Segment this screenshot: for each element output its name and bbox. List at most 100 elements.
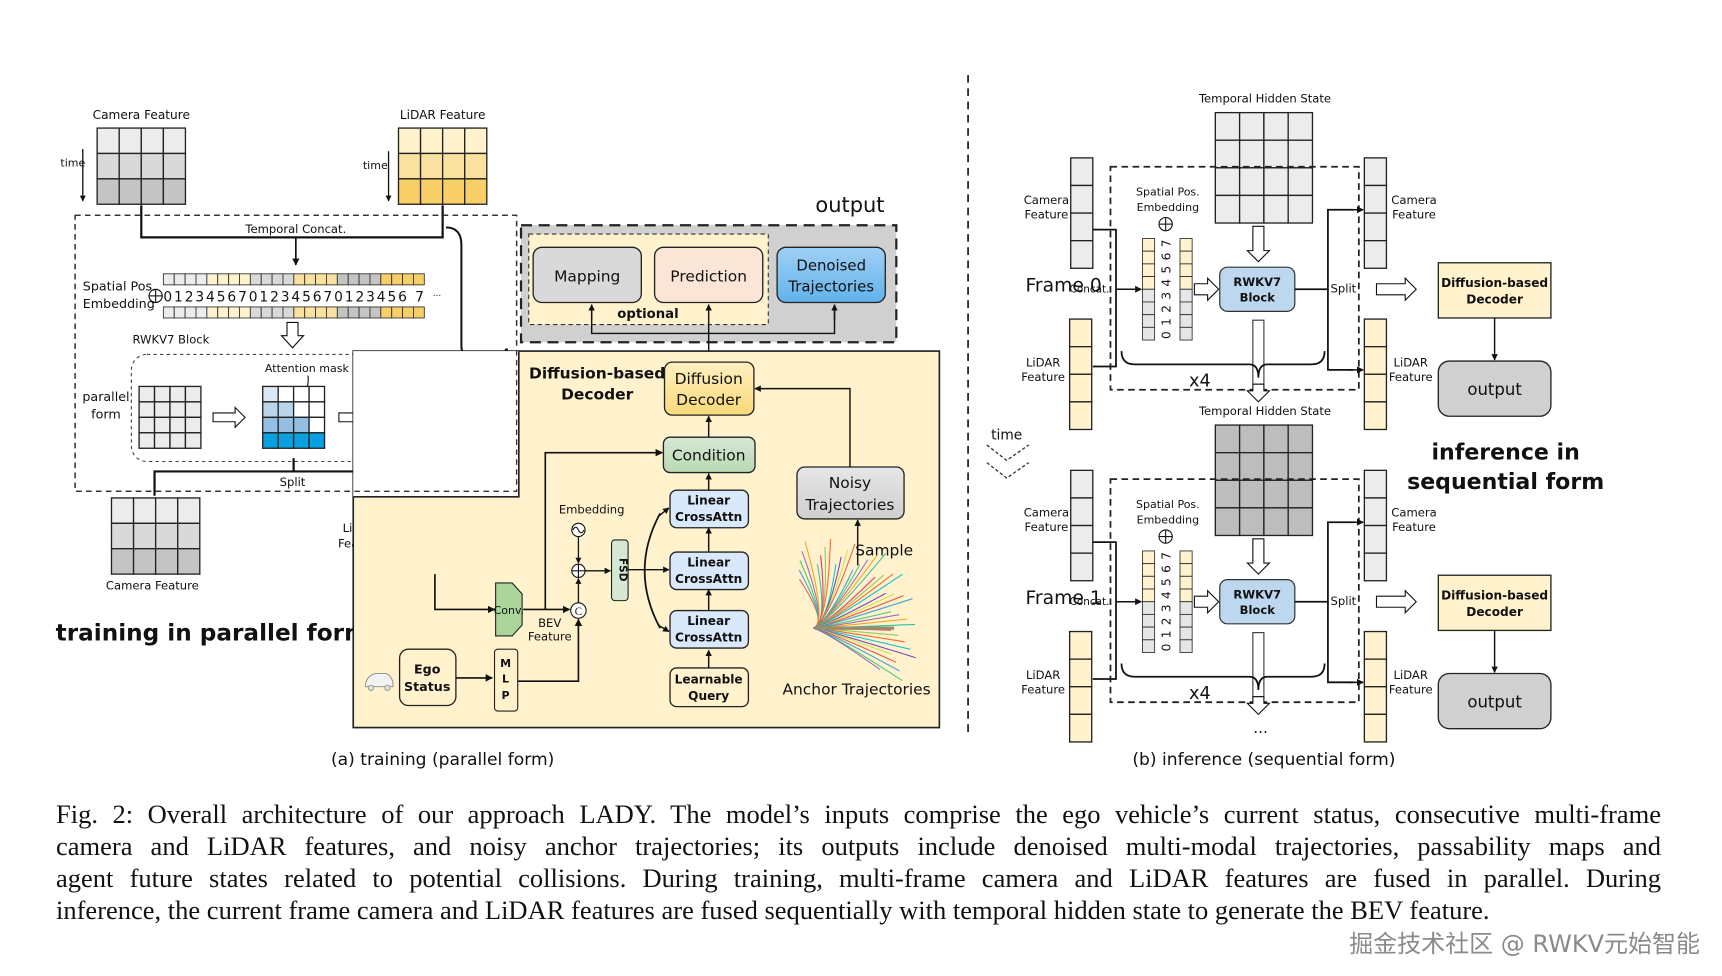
grid-cell: [1363, 157, 1388, 187]
token-cell: [304, 273, 317, 286]
grid-cell: [1363, 401, 1388, 431]
repeat-brace: [1120, 351, 1326, 378]
token-cell: [1142, 613, 1156, 628]
token-cell: [1179, 276, 1193, 290]
time-chevron-icon: [986, 444, 1030, 479]
split-label: Split: [280, 475, 306, 489]
decoder-title-1: Diffusion-based: [529, 365, 665, 383]
grid-cell: [1263, 507, 1289, 537]
hollow-down-arrow: [1246, 696, 1271, 716]
token-cell: [206, 273, 219, 286]
grid-cell: [110, 522, 135, 550]
token-cell: [358, 306, 371, 319]
grid-cell: [1068, 401, 1093, 431]
condition-label: Condition: [672, 446, 746, 464]
grid-cell: [1263, 111, 1289, 141]
mlp-letter-m: M: [500, 657, 511, 670]
spatial-pos-label: Spatial Pos.: [1136, 498, 1200, 511]
camera-out-label-2: Feature: [1392, 208, 1436, 222]
grid-cell: [154, 522, 179, 550]
token-cell: [336, 306, 349, 319]
token-strip-top: [162, 273, 425, 286]
caption-line: camera and LiDAR features, and noisy anc…: [56, 831, 1661, 861]
grid-cell: [1363, 346, 1388, 375]
token-cell: [271, 306, 284, 319]
token-cell: [1142, 601, 1156, 615]
grid-cell: [96, 178, 120, 205]
lidar-feature-grid: [397, 127, 488, 205]
grid-cell: [441, 152, 466, 180]
sample-label: Sample: [855, 541, 913, 559]
grid-cell: [1238, 194, 1265, 224]
camera-feature-grid: [96, 127, 187, 205]
token-cell: [1142, 326, 1156, 341]
temporal-concat-label: Temporal Concat.: [244, 222, 346, 236]
token-cell: [1142, 588, 1156, 603]
prediction-box: [653, 246, 764, 304]
token-cell: [162, 273, 175, 286]
grid-cell: [262, 432, 279, 449]
token-cell: [326, 306, 338, 319]
token-cell: [402, 306, 414, 319]
token-cell: [369, 273, 382, 286]
grid-cell: [1263, 167, 1289, 197]
cross-attn-stack: LinearCrossAttnLinearCrossAttnLinearCros…: [669, 473, 750, 649]
camera-label-2: Feature: [1025, 208, 1069, 222]
grid-cell: [1287, 452, 1314, 481]
concat-circle-icon: C: [570, 602, 587, 619]
grid-cell: [1363, 497, 1388, 527]
grid-cell: [1070, 240, 1094, 269]
grid-cell: [1214, 479, 1241, 509]
grid-cell: [1363, 713, 1388, 743]
container-cutout-edge: [353, 351, 520, 498]
grid-cell: [110, 497, 135, 524]
position-indices: 01234567: [1159, 240, 1173, 339]
token-cell: [1142, 550, 1156, 565]
grid-cell: [1363, 318, 1388, 348]
grid-cell: [1068, 373, 1093, 403]
grid-cell: [292, 385, 310, 403]
grid-cell: [1363, 524, 1388, 554]
grid-cell: [1287, 139, 1314, 169]
attention-mask-grid: [262, 385, 326, 449]
fusion-dashed-box-overlay: [74, 214, 518, 492]
grid-cell: [1287, 424, 1314, 454]
rwkv-block-label: RWKV7 Block: [132, 332, 209, 346]
grid-cell: [1287, 194, 1314, 224]
grid-cell: [308, 432, 326, 449]
panel-a-training: Camera Feature time LiDAR Feature time T…: [56, 108, 941, 770]
grid-cell: [277, 432, 295, 449]
token-cell: [1179, 563, 1193, 577]
grid-cell: [140, 127, 165, 155]
noisy-to-decoder-arrow: [754, 385, 851, 468]
token-cell: [402, 273, 414, 286]
crossattn-fan-curve: [643, 512, 661, 629]
grid-cell: [419, 152, 444, 180]
grid-cell: [397, 178, 422, 205]
bev-to-condition-arrow: [544, 448, 664, 610]
frame-label: Frame 0: [1025, 275, 1101, 296]
hollow-right-arrow-1: [212, 406, 246, 429]
token-cell: [282, 306, 295, 319]
rwkv-block: [1219, 266, 1296, 312]
conv-block: [495, 582, 523, 637]
position-indices: 01234567: [1159, 552, 1173, 651]
repeat-x4-label: x4: [1189, 684, 1211, 704]
learnable-query-label-2: Query: [688, 689, 729, 703]
token-cell: [1179, 550, 1193, 565]
grid-cell: [1238, 479, 1265, 509]
caption-line: Fig. 2: Overall architecture of our appr…: [56, 799, 1661, 829]
grid-cell: [1238, 167, 1265, 197]
grid-cell: [419, 178, 444, 205]
grid-cell: [1068, 686, 1093, 715]
anchor-trajectories-fan: [798, 538, 916, 682]
token-cell: [347, 306, 360, 319]
token-cell: [315, 273, 327, 286]
grid-cell: [162, 127, 187, 155]
token-cell: [347, 273, 360, 286]
grid-cell: [1070, 497, 1094, 527]
token-cell: [1179, 314, 1193, 328]
token-cell: [239, 273, 251, 286]
